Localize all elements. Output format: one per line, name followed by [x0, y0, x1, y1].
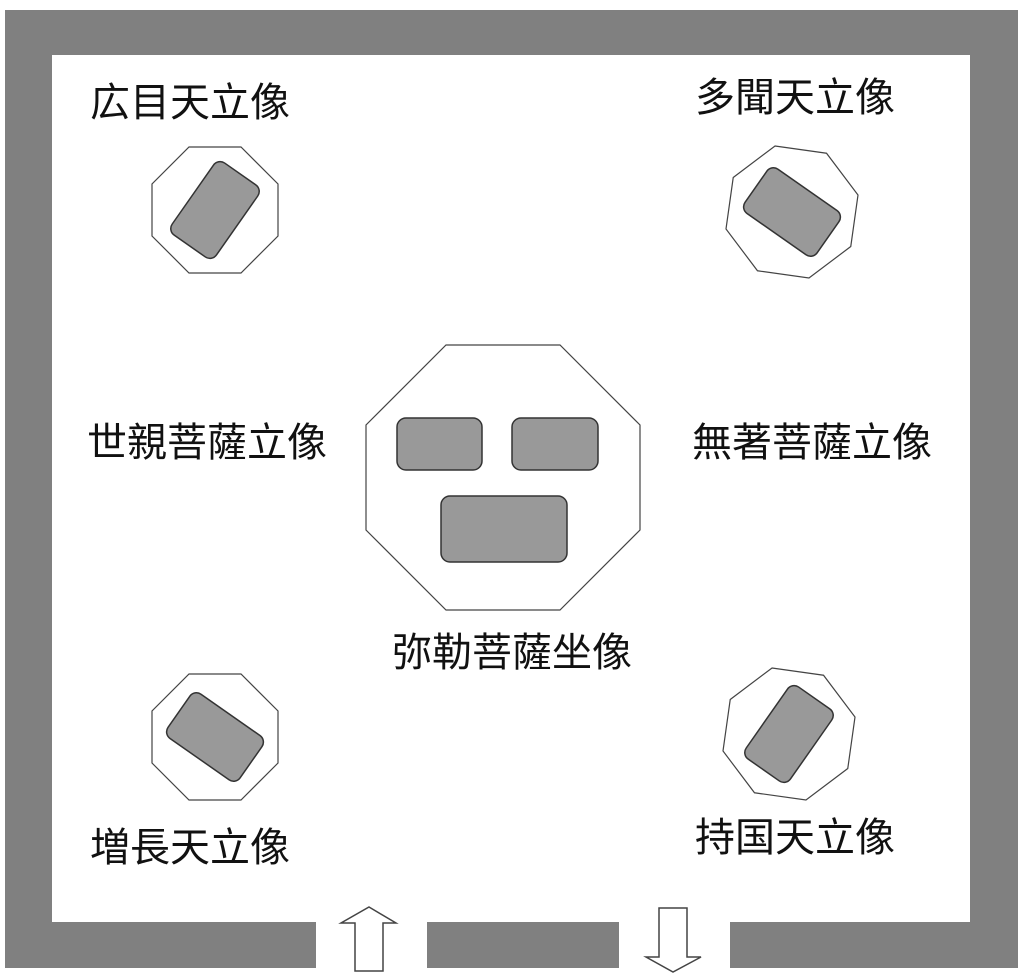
label-miroku: 弥勒菩薩坐像 [392, 630, 632, 676]
label-koumokuten: 広目天立像 [90, 80, 290, 126]
statue-jikokuten [744, 684, 834, 784]
bottom-wall-right [730, 922, 1018, 968]
pedestal-tamonten [725, 145, 859, 279]
pedestal-zouchouten [151, 673, 279, 801]
right-wall [970, 10, 1018, 968]
label-tamonten: 多聞天立像 [695, 75, 895, 121]
central-platform [365, 344, 641, 611]
bottom-wall-left [5, 922, 316, 968]
entrance-arrow-icon [338, 906, 399, 972]
statue-koumokuten [170, 160, 260, 260]
pedestal-koumokuten [151, 146, 279, 274]
statue-miroku [440, 495, 568, 563]
exit-arrow-icon [643, 907, 702, 973]
label-mujaku: 無著菩薩立像 [692, 420, 932, 466]
statue-zouchouten [165, 692, 265, 782]
statue-mujaku [511, 417, 599, 471]
label-zouchouten: 増長天立像 [90, 825, 290, 871]
pedestal-jikokuten [722, 667, 856, 801]
label-jikokuten: 持国天立像 [695, 815, 895, 861]
left-wall [5, 10, 52, 968]
label-seshin: 世親菩薩立像 [87, 420, 327, 466]
statue-seshin [396, 417, 483, 471]
bottom-wall-middle [427, 922, 619, 968]
statue-tamonten [742, 167, 842, 257]
top-wall [5, 10, 1018, 55]
